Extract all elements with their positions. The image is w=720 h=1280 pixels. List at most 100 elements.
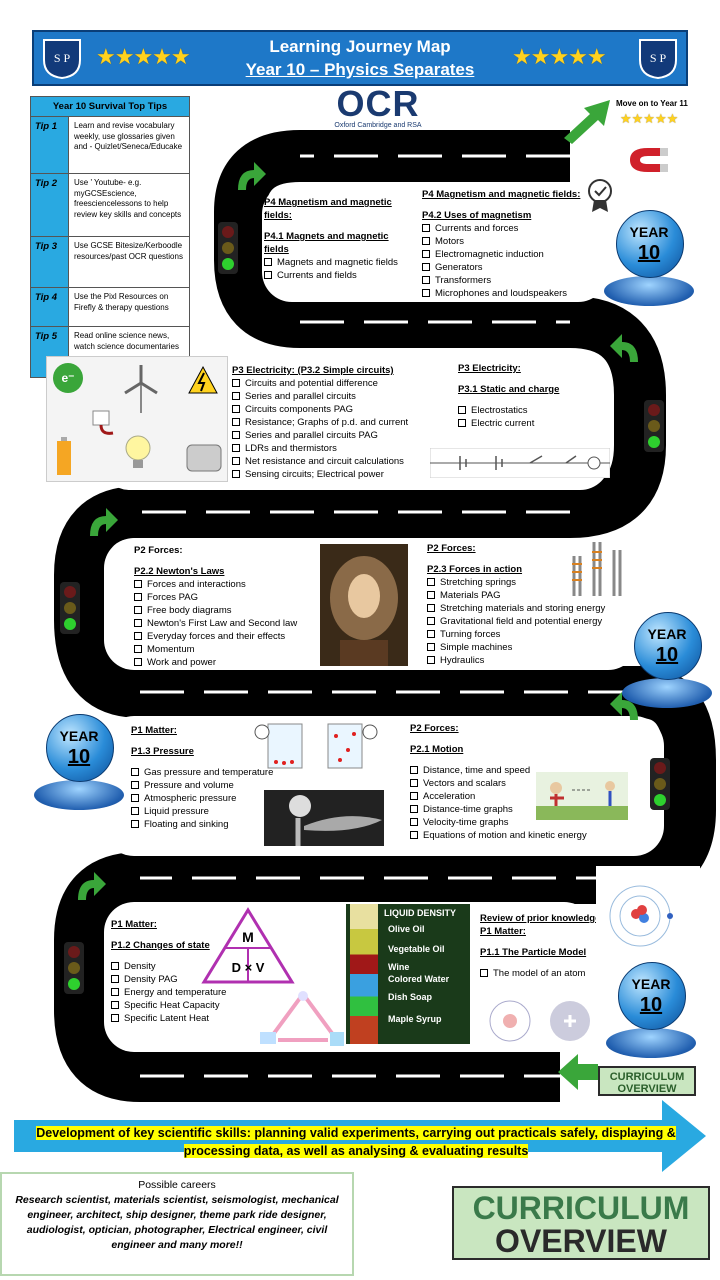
unit-title: P3 Electricity: (P3.2 Simple circuits) xyxy=(232,365,394,376)
turn-arrow-icon xyxy=(238,162,266,190)
school-crest-icon: S P xyxy=(639,39,677,80)
tip-label: Tip 4 xyxy=(31,288,69,326)
topic-item: Atmospheric pressure xyxy=(131,792,301,805)
svg-text:S P: S P xyxy=(54,51,71,65)
gas-pressure-beakers-image xyxy=(254,723,378,769)
topic-item: Gas pressure and temperature xyxy=(131,766,301,779)
start-arrow-icon xyxy=(558,1054,598,1090)
unit-title: P4 Magnetism and magnetic fields: xyxy=(264,197,392,221)
topic-item: Liquid pressure xyxy=(131,805,301,818)
unit-p3-2: P3 Electricity: (P3.2 Simple circuits) C… xyxy=(232,364,432,481)
move-on-arrow-icon xyxy=(564,100,610,144)
density-layer-label: Maple Syrup xyxy=(388,1014,442,1024)
topic-item: Free body diagrams xyxy=(134,604,320,617)
traffic-light-icon xyxy=(644,400,664,452)
topic-item: Forces PAG xyxy=(134,591,320,604)
unit-p2-3: P2 Forces: P2.3 Forces in action Stretch… xyxy=(427,542,637,667)
turn-arrow-icon xyxy=(610,334,638,362)
tip-text: Use ' Youtube- e.g. myGCSEscience, frees… xyxy=(74,178,182,219)
page-title: Learning Journey Map xyxy=(269,37,451,56)
density-triangle-icon: MD × V xyxy=(201,907,295,984)
unit-p1-3: P1 Matter: P1.3 Pressure Gas pressure an… xyxy=(131,724,301,831)
tip-label: Tip 3 xyxy=(31,237,69,287)
springs-image xyxy=(572,542,622,596)
density-layer-label: Olive Oil xyxy=(388,924,425,934)
svg-text:S P: S P xyxy=(650,51,667,65)
tips-heading: Year 10 Survival Top Tips xyxy=(31,97,189,117)
light-bulb-icon xyxy=(125,435,151,468)
topic-item: Specific Latent Heat xyxy=(111,1012,261,1025)
careers-heading: Possible careers xyxy=(138,1179,216,1191)
unit-p2-2: P2 Forces: P2.2 Newton's Laws Forces and… xyxy=(134,544,320,669)
topic-item: Microphones and loudspeakers xyxy=(422,287,602,300)
unit-p4-2: P4 Magnetism and magnetic fields: P4.2 U… xyxy=(422,188,602,300)
topic-item: Distance-time graphs xyxy=(410,803,620,816)
topic-item: Momentum xyxy=(134,643,320,656)
topic-item: Magnets and magnetic fields xyxy=(264,256,414,269)
unit-subtitle: P2.2 Newton's Laws xyxy=(134,566,225,577)
unit-title: P1 Matter: xyxy=(111,919,157,930)
density-layer-label: Dish Soap xyxy=(388,992,433,1002)
topic-item: Everyday forces and their effects xyxy=(134,630,320,643)
atom-diagrams-image xyxy=(489,1000,590,1042)
unit-subtitle: P2.3 Forces in action xyxy=(427,564,523,575)
wind-turbine-icon xyxy=(124,365,158,413)
unit-p4-1: P4 Magnetism and magnetic fields: P4.1 M… xyxy=(264,196,414,282)
ocr-tagline: Oxford Cambridge and RSA xyxy=(334,122,422,129)
topic-item: Forces and interactions xyxy=(134,578,320,591)
traffic-light-icon xyxy=(650,758,670,810)
unit-title: P1 Matter: xyxy=(480,926,526,937)
high-voltage-icon xyxy=(188,365,218,394)
toaster-icon xyxy=(186,444,222,472)
careers-box: Possible careers Research scientist, mat… xyxy=(0,1172,354,1276)
plug-icon xyxy=(92,410,114,435)
electricity-illustration: e⁻ xyxy=(46,356,228,482)
topic-item: LDRs and thermistors xyxy=(232,442,432,455)
topic-item: Floating and sinking xyxy=(131,818,301,831)
svg-text:D × V: D × V xyxy=(232,960,265,975)
school-crest-icon: S P xyxy=(43,39,81,80)
topic-item: Specific Heat Capacity xyxy=(111,999,261,1012)
topic-item: Turning forces xyxy=(427,628,637,641)
liquid-density-image: LIQUID DENSITY Olive Oil Vegetable Oil W… xyxy=(346,904,470,1044)
topic-item: Energy and temperature xyxy=(111,986,261,999)
award-badge-icon xyxy=(588,179,612,212)
topic-item: Simple machines xyxy=(427,641,637,654)
density-layer-label: Colored Water xyxy=(388,974,450,984)
topic-item: Circuits components PAG xyxy=(232,403,432,416)
topic-item: Vectors and scalars xyxy=(410,777,620,790)
unit-p1-2: P1 Matter: P1.2 Changes of state Density… xyxy=(111,918,261,1025)
density-title: LIQUID DENSITY xyxy=(384,908,457,918)
atom-model-image xyxy=(596,866,700,958)
battery-icon xyxy=(57,437,71,475)
density-layer-label: Wine xyxy=(388,962,410,972)
move-on-stars: ★★★★★ xyxy=(620,111,679,126)
unit-subtitle: P3.1 Static and charge xyxy=(458,384,560,395)
unit-p1-1: Review of prior knowledge P1 Matter: P1.… xyxy=(480,912,600,980)
topic-item: Newton's First Law and Second law xyxy=(134,617,320,630)
topic-item: Stretching springs xyxy=(427,576,637,589)
topic-item: Transformers xyxy=(422,274,602,287)
ocr-logo-text: OCR xyxy=(336,83,420,124)
stars-left: ★★★★★ xyxy=(96,44,191,69)
unit-subtitle: P4.2 Uses of magnetism xyxy=(422,210,532,221)
traffic-light-icon xyxy=(64,942,84,994)
unit-p3-1: P3 Electricity: P3.1 Static and charge E… xyxy=(458,362,608,430)
topic-item: Electric current xyxy=(458,417,608,430)
topic-item: The model of an atom xyxy=(480,967,600,980)
unit-title: P2 Forces: xyxy=(410,723,459,734)
unit-subtitle: P1.2 Changes of state xyxy=(111,940,210,951)
header-banner: S P ★★★★★ Learning Journey Map Year 10 –… xyxy=(32,30,688,86)
topic-item: Currents and fields xyxy=(264,269,414,282)
topic-item: Equations of motion and kinetic energy xyxy=(410,829,620,842)
topic-item: Series and parallel circuits xyxy=(232,390,432,403)
electron-icon: e⁻ xyxy=(53,363,83,393)
